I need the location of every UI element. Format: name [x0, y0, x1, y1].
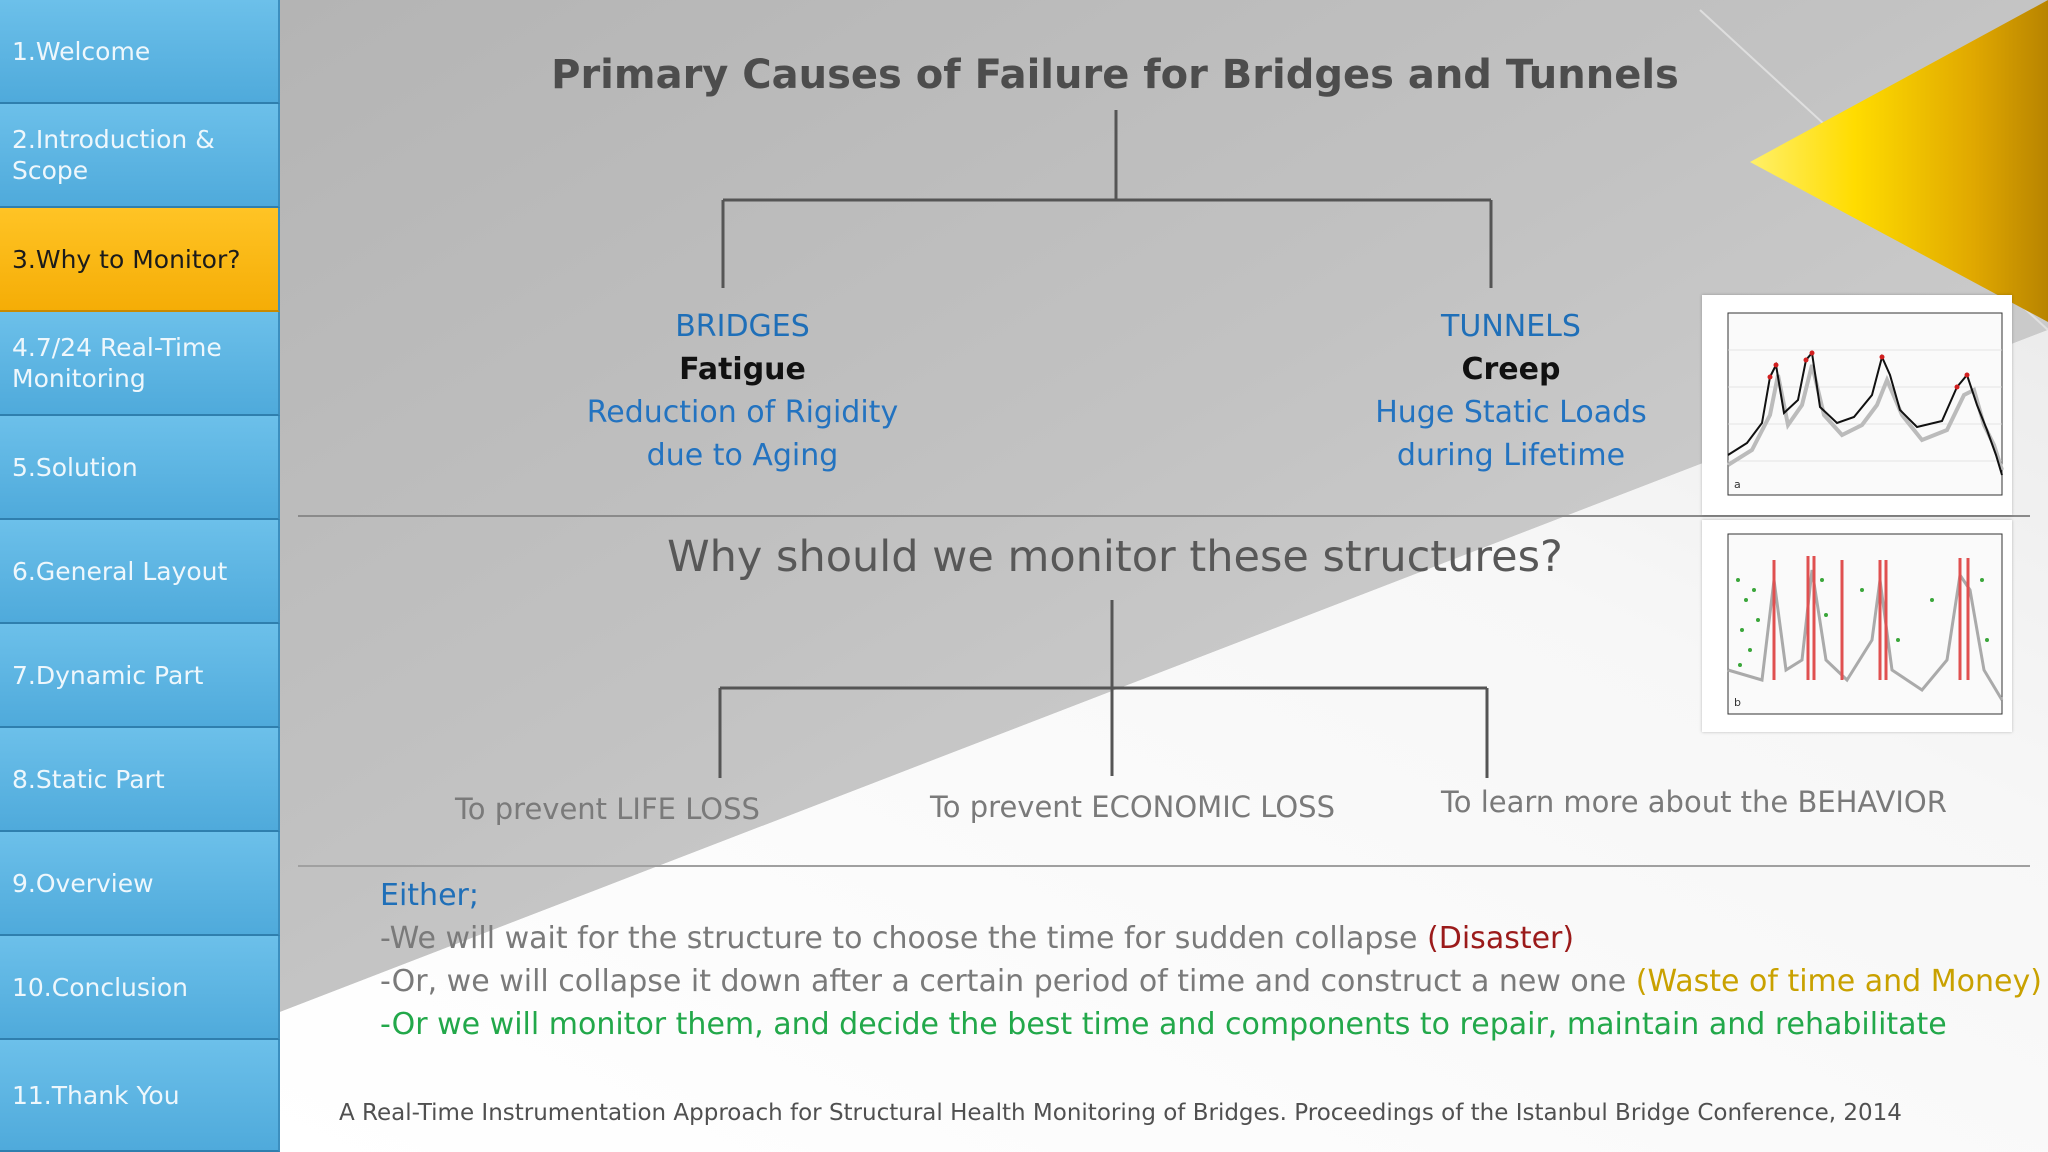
question-heading: Why should we monitor these structures?: [667, 532, 1563, 582]
bridges-desc-line1: Reduction of Rigidity: [586, 395, 899, 430]
reason-behavior: To learn more about the BEHAVIOR: [1441, 785, 1947, 819]
option-rebuild-text: -Or, we will collapse it down after a ce…: [380, 964, 1636, 999]
option-disaster: -We will wait for the structure to choos…: [380, 917, 2042, 960]
graph-b-unstable-poles: [1736, 578, 1989, 667]
option-monitor-text: -Or we will monitor them, and decide the…: [380, 1007, 1947, 1042]
tree-connector-bottom: [718, 600, 1489, 778]
sidebar-item-introduction[interactable]: 2.Introduction & Scope: [0, 104, 280, 208]
tunnels-desc-line1: Huge Static Loads: [1375, 395, 1647, 430]
either-label: Either;: [380, 878, 479, 913]
bridges-heading: BRIDGES: [675, 309, 810, 344]
tree-connector-top: [721, 110, 1493, 288]
bridges-column: BRIDGES Fatigue Reduction of Rigidity du…: [580, 305, 905, 477]
graph-b-stabilization-diagram: b: [1702, 520, 2012, 732]
bridges-cause: Fatigue: [679, 352, 806, 387]
reason-life-loss: To prevent LIFE LOSS: [455, 792, 760, 826]
sidebar-item-solution[interactable]: 5.Solution: [0, 416, 280, 520]
sidebar-item-static-part[interactable]: 8.Static Part: [0, 728, 280, 832]
option-disaster-text: -We will wait for the structure to choos…: [380, 921, 1428, 956]
tunnels-desc-line2: during Lifetime: [1396, 438, 1626, 473]
gold-accent-triangle: [1750, 0, 2048, 322]
graph-b-label: b: [1734, 696, 1741, 709]
sidebar-item-dynamic-part[interactable]: 7.Dynamic Part: [0, 624, 280, 728]
graph-b-stable-poles: [1772, 556, 1970, 680]
option-monitor: -Or we will monitor them, and decide the…: [380, 1003, 2042, 1046]
sidebar-item-real-time-monitoring[interactable]: 4.7/24 Real-Time Monitoring: [0, 312, 280, 416]
option-rebuild-tag: (Waste of time and Money): [1635, 964, 2042, 999]
option-disaster-tag: (Disaster): [1427, 921, 1575, 956]
options-text: Either; -We will wait for the structure …: [380, 874, 2042, 1046]
tunnels-cause: Creep: [1461, 352, 1561, 387]
sidebar-item-thank-you[interactable]: 11.Thank You: [0, 1040, 280, 1152]
graph-a-label: a: [1734, 478, 1741, 491]
sidebar-item-welcome[interactable]: 1.Welcome: [0, 0, 280, 104]
bridges-desc-line2: due to Aging: [646, 438, 839, 473]
option-rebuild: -Or, we will collapse it down after a ce…: [380, 960, 2042, 1003]
tunnels-heading: TUNNELS: [1441, 309, 1581, 344]
sidebar-item-overview[interactable]: 9.Overview: [0, 832, 280, 936]
slide-title: Primary Causes of Failure for Bridges an…: [551, 52, 1679, 98]
sidebar-item-conclusion[interactable]: 10.Conclusion: [0, 936, 280, 1040]
sidebar-nav: 1.Welcome 2.Introduction & Scope 3.Why t…: [0, 0, 280, 1152]
tunnels-column: TUNNELS Creep Huge Static Loads during L…: [1336, 305, 1686, 477]
source-citation: A Real-Time Instrumentation Approach for…: [339, 1100, 1902, 1126]
slide-canvas: Primary Causes of Failure for Bridges an…: [280, 0, 2048, 1152]
sidebar-item-general-layout[interactable]: 6.General Layout: [0, 520, 280, 624]
sidebar-item-why-to-monitor[interactable]: 3.Why to Monitor?: [0, 208, 280, 312]
graph-a-frequency-spectrum: a: [1702, 295, 2012, 515]
graph-a-peaks: [1767, 350, 1970, 390]
reason-economic-loss: To prevent ECONOMIC LOSS: [930, 790, 1335, 824]
